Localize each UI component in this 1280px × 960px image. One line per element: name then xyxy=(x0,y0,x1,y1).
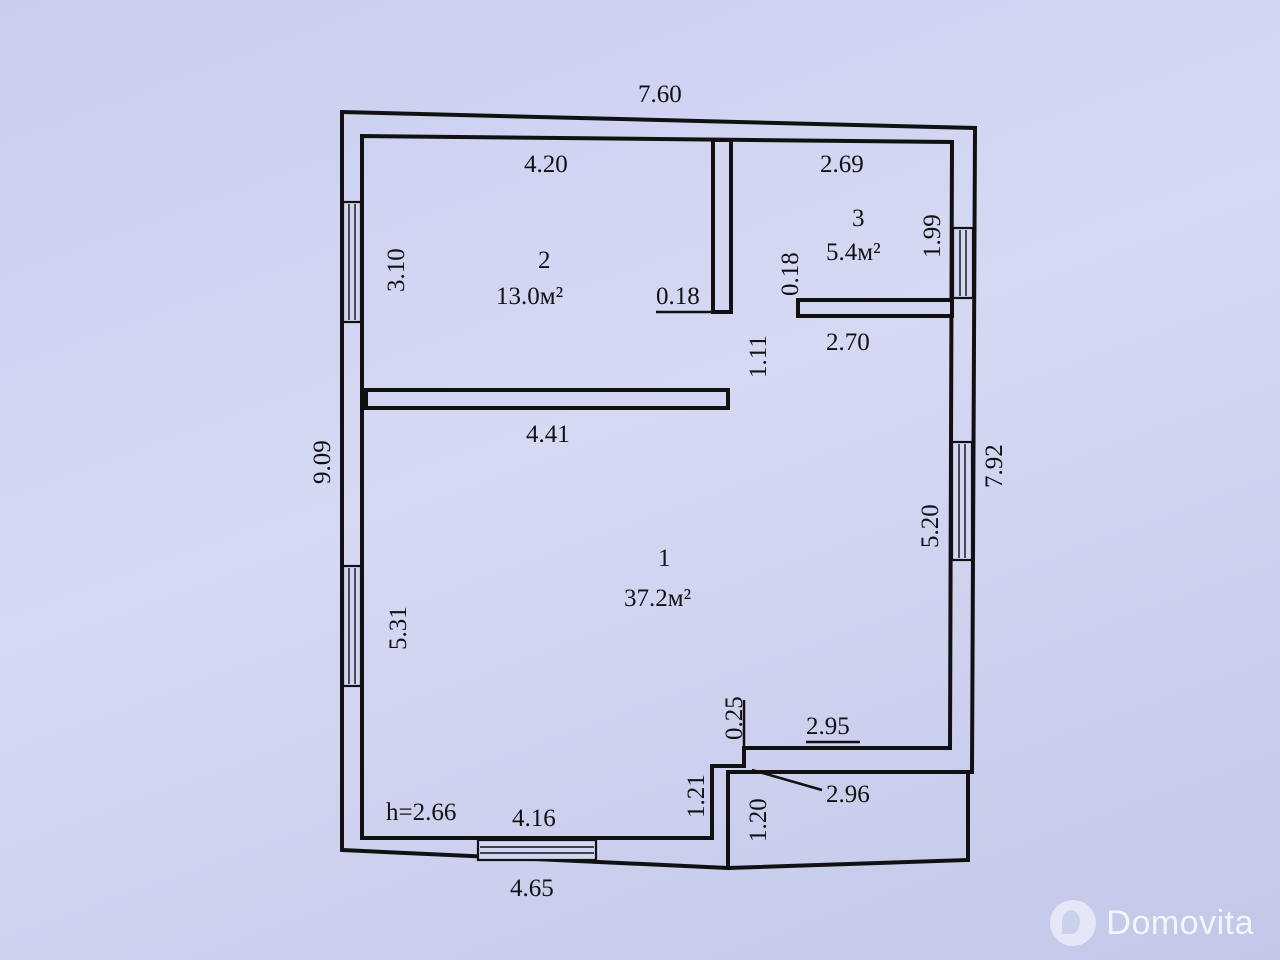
partition-room2-right xyxy=(711,138,733,314)
leader-2-96 xyxy=(751,768,823,792)
room-2-area: 13.0м² xyxy=(496,283,563,310)
dim-entrance-diagonal: 2.96 xyxy=(826,781,870,808)
left-lower-window xyxy=(341,564,363,688)
dim-left-height: 9.09 xyxy=(309,440,336,484)
dim-top-width: 7.60 xyxy=(638,81,682,108)
dim-partition-length: 4.41 xyxy=(526,421,570,448)
dim-ceiling-height: h=2.66 xyxy=(386,799,456,826)
domovita-watermark: Domovita xyxy=(1050,900,1254,946)
dim-room2-height: 3.10 xyxy=(383,248,410,292)
dim-entrance-offset-1: 1.21 xyxy=(683,774,710,818)
dim-bottom-inner: 4.16 xyxy=(512,805,556,832)
left-upper-window xyxy=(341,200,363,324)
room-1-area: 37.2м² xyxy=(624,585,691,612)
partition-room3-bottom xyxy=(796,298,954,318)
dim-entrance-offset-2: 1.20 xyxy=(745,798,772,842)
dim-left-wall-segment: 5.31 xyxy=(385,606,412,650)
dim-right-height: 7.92 xyxy=(981,444,1008,488)
outer-wall-inner-edge xyxy=(360,133,955,840)
dim-entrance-wall: 2.95 xyxy=(806,713,850,740)
dim-room3-bottom-width: 2.70 xyxy=(826,329,870,356)
dim-room2-width: 4.20 xyxy=(524,151,568,178)
room-3-number: 3 xyxy=(852,205,865,232)
room-2-number: 2 xyxy=(538,247,551,274)
right-lower-window xyxy=(950,440,974,562)
entrance-annex-outline xyxy=(727,770,970,870)
dim-partition-thickness-1: 0.18 xyxy=(656,283,700,310)
room-3-area: 5.4м² xyxy=(826,239,881,266)
right-upper-window xyxy=(951,226,975,300)
dim-step-depth: 0.25 xyxy=(721,696,748,740)
dim-room3-height: 1.99 xyxy=(919,214,946,258)
outer-wall-outer-edge xyxy=(340,109,978,871)
watermark-brand: Domovita xyxy=(1106,903,1254,942)
dim-partition-thickness-2: 0.18 xyxy=(777,252,804,296)
domovita-logo-icon xyxy=(1050,900,1097,946)
dim-opening-width: 1.11 xyxy=(745,335,772,378)
partition-room2-bottom xyxy=(364,388,730,410)
room-1-number: 1 xyxy=(658,545,671,572)
dim-bottom-window-width: 4.65 xyxy=(510,875,554,902)
dim-right-wall-segment: 5.20 xyxy=(917,504,944,548)
bottom-window xyxy=(476,838,598,862)
dim-room3-top-width: 2.69 xyxy=(820,151,864,178)
